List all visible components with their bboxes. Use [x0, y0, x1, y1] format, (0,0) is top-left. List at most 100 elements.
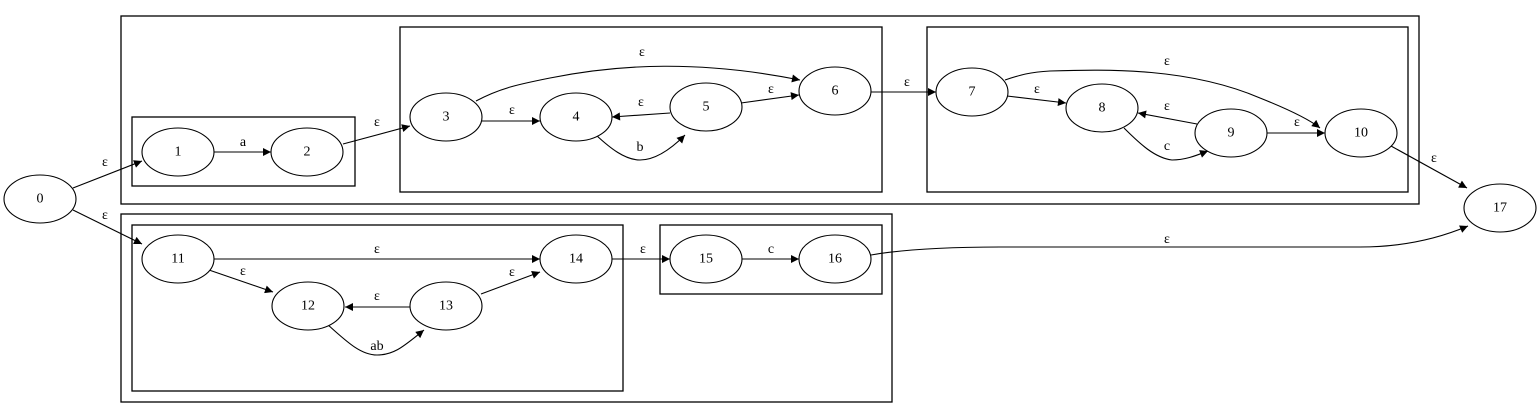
state-label: 10 — [1354, 126, 1368, 141]
state-ellipse — [3, 174, 77, 224]
state-ellipse — [409, 92, 483, 142]
edge-15-16: c — [742, 242, 799, 263]
state-node-10: 10 — [1324, 108, 1398, 158]
edge-7-8: ε — [1006, 82, 1067, 107]
edge-3-4: ε — [482, 103, 540, 125]
state-label: 11 — [171, 252, 184, 267]
edge-6-7: ε — [871, 75, 936, 96]
state-label: 7 — [969, 85, 976, 100]
state-ellipse — [1194, 108, 1268, 158]
edge-label: ε — [374, 242, 380, 257]
edge-label: c — [768, 242, 774, 257]
state-node-3: 3 — [409, 92, 483, 142]
edge-4-5: b — [595, 134, 686, 161]
state-node-16: 16 — [798, 234, 872, 284]
state-node-15: 15 — [669, 234, 743, 284]
edge-12-13: ab — [326, 323, 425, 356]
edge-10-17: ε — [1390, 145, 1468, 189]
edge-line — [475, 65, 801, 102]
state-ellipse — [1324, 108, 1398, 158]
state-node-12: 12 — [271, 281, 345, 331]
state-ellipse — [141, 234, 215, 284]
state-ellipse — [271, 281, 345, 331]
edge-label: ε — [638, 95, 644, 110]
cluster-star-b — [399, 26, 883, 193]
edge-14-15: ε — [612, 242, 670, 263]
edge-11-14: ε — [214, 242, 540, 263]
state-ellipse — [669, 234, 743, 284]
state-node-1: 1 — [141, 127, 215, 177]
state-label: 8 — [1099, 101, 1106, 116]
edge-label: ε — [102, 208, 108, 223]
state-ellipse — [539, 92, 613, 142]
edge-9-10: ε — [1267, 115, 1325, 137]
edge-label: c — [1164, 139, 1170, 154]
edge-line — [326, 323, 425, 356]
edge-label: ε — [1164, 99, 1170, 114]
edge-label: ε — [509, 265, 515, 280]
state-label: 3 — [443, 110, 450, 125]
edge-5-4: ε — [611, 95, 671, 121]
edge-2-3: ε — [342, 115, 411, 145]
state-label: 9 — [1228, 126, 1235, 141]
edge-line — [208, 269, 274, 294]
state-ellipse — [1065, 83, 1139, 133]
edge-label: ε — [374, 289, 380, 304]
edge-label: ε — [640, 242, 646, 257]
state-node-2: 2 — [270, 127, 344, 177]
state-label: 16 — [828, 252, 842, 267]
state-ellipse — [798, 234, 872, 284]
state-node-11: 11 — [141, 234, 215, 284]
state-label: 1 — [175, 145, 182, 160]
state-node-17: 17 — [1463, 183, 1537, 233]
edge-label: ε — [374, 115, 380, 130]
state-node-13: 13 — [409, 281, 483, 331]
edge-label: b — [637, 140, 644, 155]
cluster-concat-bottom — [120, 213, 893, 403]
edge-line — [740, 92, 800, 104]
edge-label: ε — [1164, 232, 1170, 247]
edge-3-6: ε — [475, 45, 801, 102]
state-label: 12 — [301, 299, 315, 314]
state-label: 5 — [703, 100, 710, 115]
state-label: 2 — [304, 145, 311, 160]
edge-label: ε — [904, 75, 910, 90]
edge-label: ε — [1294, 115, 1300, 130]
edge-5-6: ε — [740, 82, 800, 104]
edge-label: ab — [370, 339, 383, 354]
state-label: 15 — [699, 252, 713, 267]
edge-line — [72, 160, 143, 189]
edge-8-9: c — [1123, 127, 1209, 161]
cluster-concat-top — [120, 15, 1420, 205]
state-label: 17 — [1493, 201, 1507, 216]
cluster-star-ab — [131, 224, 624, 392]
edge-line — [595, 134, 686, 161]
state-ellipse — [798, 66, 872, 116]
edge-label: ε — [768, 82, 774, 97]
state-node-0: 0 — [3, 174, 77, 224]
edge-9-8: ε — [1137, 99, 1198, 125]
state-node-7: 7 — [935, 67, 1009, 117]
edge-label: ε — [639, 45, 645, 60]
edge-label: ε — [1164, 54, 1170, 69]
state-node-4: 4 — [539, 92, 613, 142]
edge-7-10: ε — [1004, 54, 1321, 129]
edge-label: ε — [1431, 151, 1437, 166]
state-ellipse — [669, 82, 743, 132]
state-label: 14 — [569, 252, 583, 267]
edge-line — [870, 225, 1469, 256]
edge-label: ε — [1034, 82, 1040, 97]
edge-0-11: ε — [72, 208, 143, 245]
state-node-8: 8 — [1065, 83, 1139, 133]
edge-1-2: a — [214, 135, 271, 156]
edge-line — [1137, 110, 1198, 125]
state-label: 4 — [573, 110, 580, 125]
state-node-5: 5 — [669, 82, 743, 132]
edge-line — [1123, 127, 1209, 161]
cluster-star-c — [926, 26, 1409, 193]
edge-line — [1390, 145, 1468, 189]
state-label: 0 — [37, 192, 44, 207]
edge-11-12: ε — [208, 264, 274, 294]
state-ellipse — [141, 127, 215, 177]
